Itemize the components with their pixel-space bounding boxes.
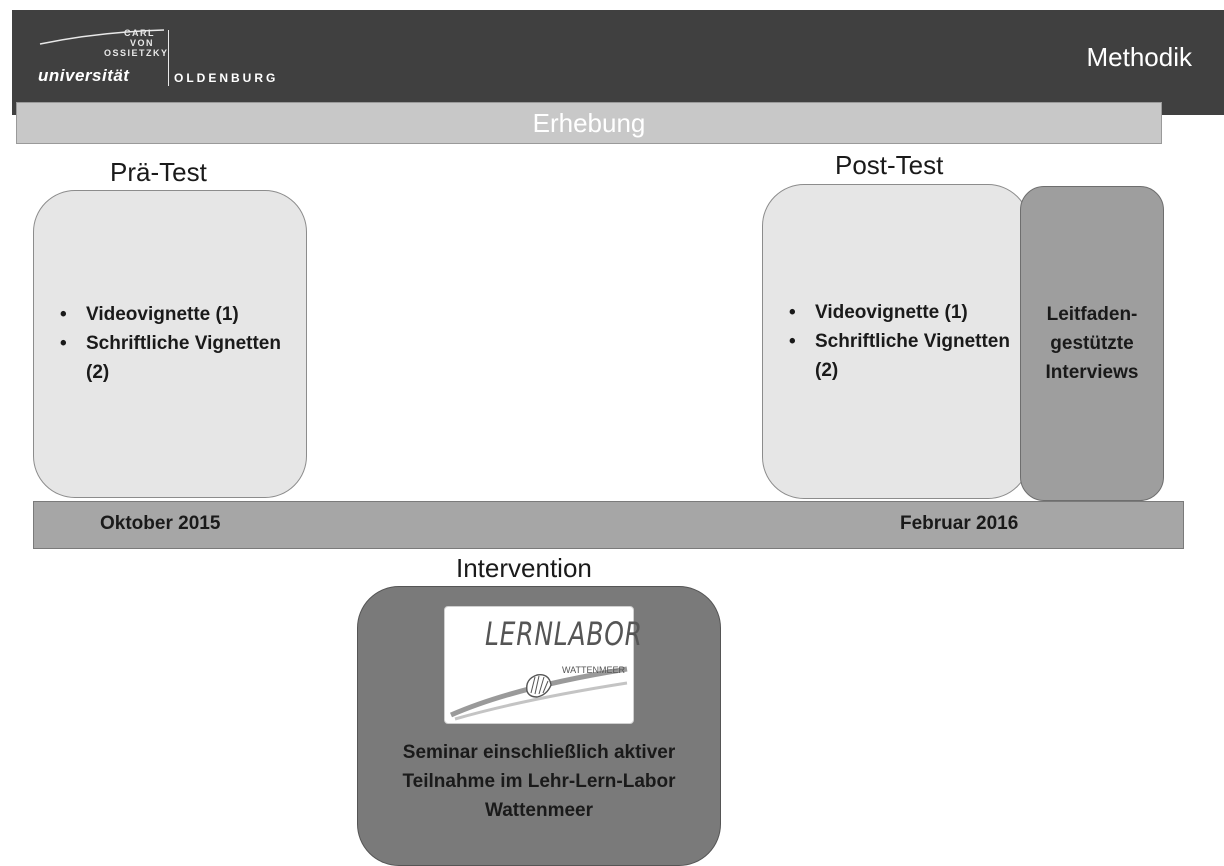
erhebung-label: Erhebung [532,107,646,138]
interviews-box: Leitfaden- gestützte Interviews [1020,186,1164,501]
header-bar [12,10,1224,115]
post-test-list: Videovignette (1) Schriftliche Vignetten… [765,298,1027,385]
shell-swoosh-icon [449,666,628,721]
logo-divider [168,30,169,86]
lernlabor-subtitle: WATTENMEER [562,665,625,675]
lernlabor-wordmark: LERNLABOR [485,615,643,653]
logo-line-ossietzky: OSSIETZKY [104,48,169,58]
erhebung-bar: Erhebung [16,102,1162,144]
list-item: Videovignette (1) [36,300,306,329]
pre-test-heading: Prä-Test [110,157,207,187]
university-logo: CARL VON OSSIETZKY universität OLDENBURG [38,26,318,98]
logo-city: OLDENBURG [174,71,279,85]
intervention-heading: Intervention [456,553,592,583]
logo-line-von: VON [130,38,155,48]
logo-wordmark: universität [38,66,130,85]
intervention-description: Seminar einschließlich aktiver Teilnahme… [402,742,676,821]
timeline-start-date: Oktober 2015 [100,513,221,534]
logo-line-carl: CARL [124,28,155,38]
timeline-bar [33,501,1184,549]
post-test-heading: Post-Test [835,150,944,180]
logo-swoosh-icon [39,29,165,45]
list-item: Schriftliche Vignetten (2) [765,327,1027,385]
list-item: Schriftliche Vignetten (2) [36,329,306,387]
lernlabor-logo: LERNLABOR WATTENMEER [444,606,642,724]
list-item: Videovignette (1) [765,298,1027,327]
page-title: Methodik [1086,42,1193,72]
timeline-end-date: Februar 2016 [900,513,1019,534]
interviews-label: Leitfaden- gestützte Interviews [1045,304,1139,383]
pre-test-list: Videovignette (1) Schriftliche Vignetten… [36,300,306,387]
